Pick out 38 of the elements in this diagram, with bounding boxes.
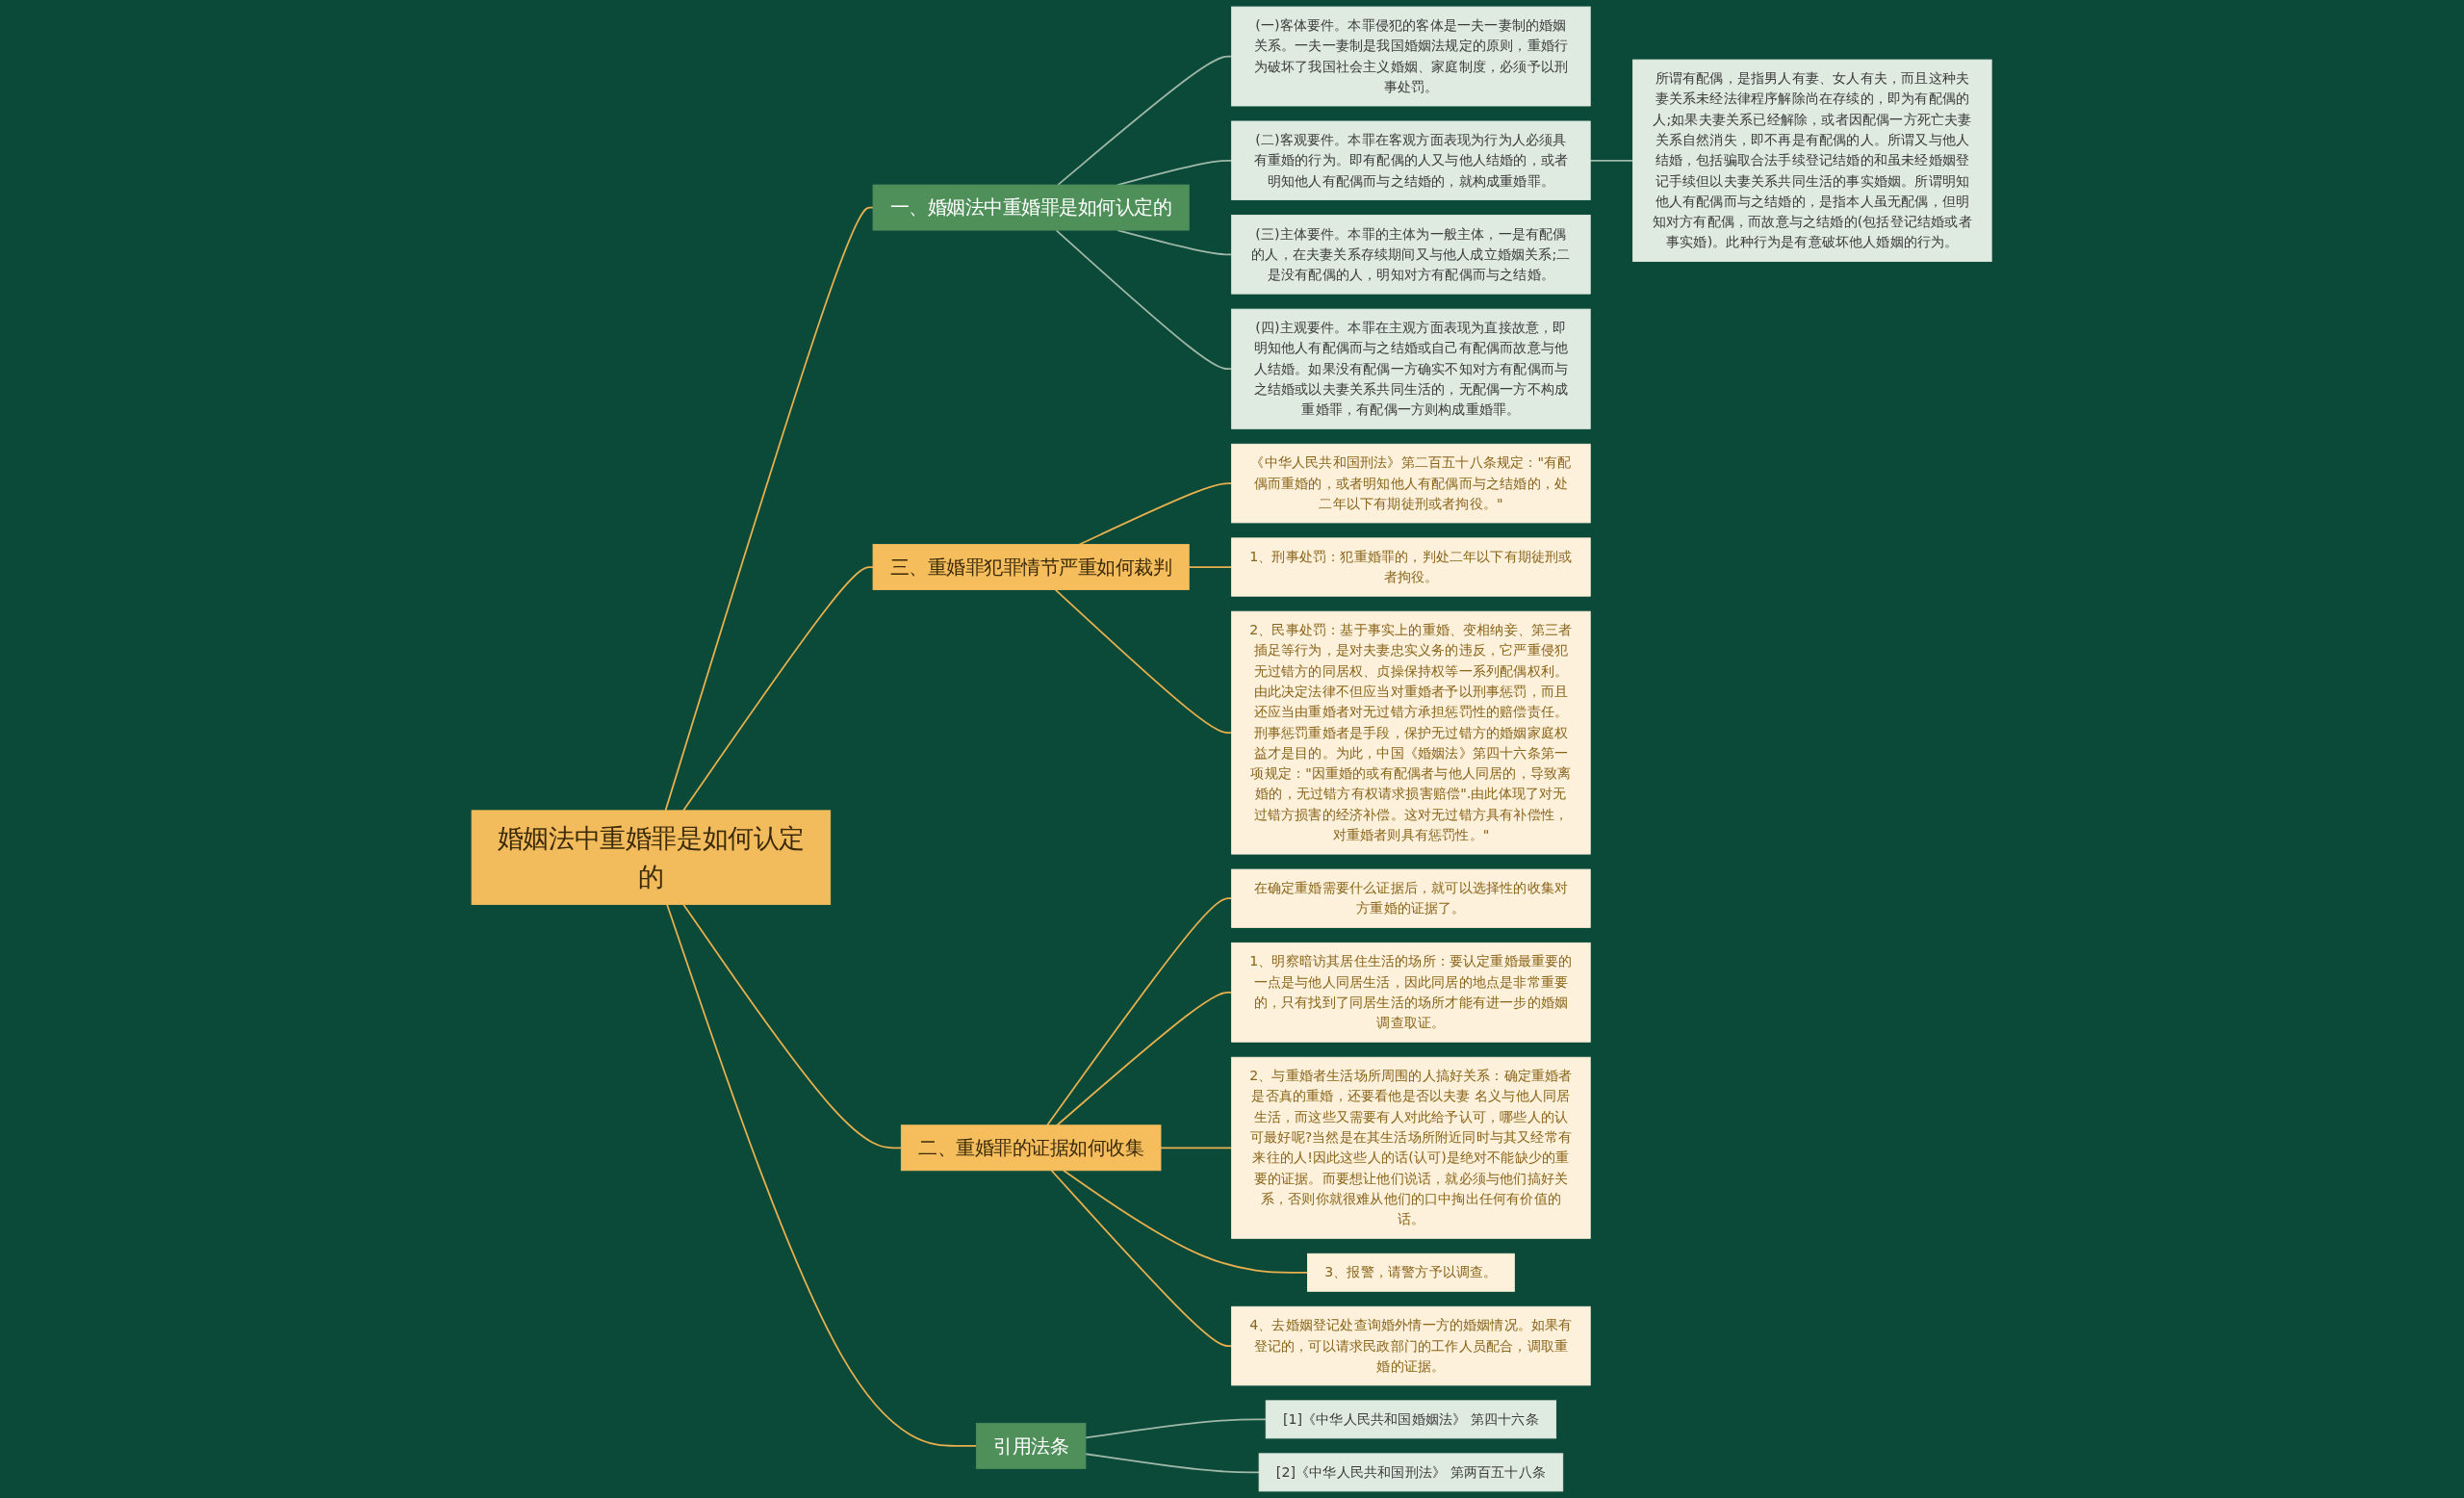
connector — [1050, 1169, 1233, 1347]
node-box: 《中华人民共和国刑法》第二百五十八条规定："有配偶而重婚的，或者明知他人有配偶而与之结婚的，处二年以下有期徒刑或者拘役。" — [1231, 443, 1592, 524]
node-box: 在确定重婚需要什么证据后，就可以选择性的收集对方重婚的证据了。 — [1231, 868, 1592, 928]
connector — [1057, 55, 1233, 186]
connector — [666, 903, 978, 1447]
node-box: (一)客体要件。本罪侵犯的客体是一夫一妻制的婚姻关系。一夫一妻制是我国婚姻法规定的原则，重婚行为破坏了我国社会主义婚姻、家庭制度，必须予以刑事处罚。 — [1231, 6, 1592, 107]
node-box: (三)主体要件。本罪的主体为一般主体，一是有配偶的人，在夫妻关系存续期间又与他人成立婚姻关系;二是没有配偶的人，明知对方有配偶而与之结婚。 — [1231, 215, 1592, 295]
connector — [1055, 229, 1233, 371]
node-box: (四)主观要件。本罪在主观方面表现为直接故意，即明知他人有配偶而与之结婚或自己有配偶而故意与他人结婚。如果没有配偶一方确实不知对方有配偶而与之结婚或以夫妻关系共同生活的，无配偶一方不构成重婚罪，有配偶一方则构成重婚罪。 — [1231, 308, 1592, 429]
connector — [1085, 1453, 1261, 1474]
connector — [1116, 159, 1233, 186]
node-box: 2、民事处罚：基于事实上的重婚、变相纳妾、第三者插足等行为，是对夫妻忠实义务的违反，它严重侵犯无过错方的同居权、贞操保持权等一系列配偶权利。由此决定法律不但应当对重婚者予以刑事惩罚，而且还应当由重婚者对无过错方承担惩罚性的赔偿责任。刑事惩罚重婚者是手段，保护无过错方的婚姻家庭权益才是目的。为此，中国《婚姻法》第四十六条第一项规定："因重婚的或有配偶者与他人同居的，导致离婚的，无过错方有权请求损害赔偿".由此体现了对无过错方损害的经济补偿。这对无过错方具有补偿性，对重婚者则具有惩罚性。" — [1231, 610, 1592, 855]
node-box: 引用法条 — [976, 1422, 1087, 1469]
connector — [1046, 897, 1233, 1126]
node-box: 一、婚姻法中重婚罪是如何认定的 — [872, 184, 1191, 231]
connector — [1063, 1169, 1309, 1274]
connector — [1079, 482, 1233, 546]
node-box: 3、报警，请警方予以调查。 — [1307, 1253, 1516, 1292]
node-box: 1、刑事处罚：犯重婚罪的，判处二年以下有期徒刑或者拘役。 — [1231, 537, 1592, 597]
node-box: 婚姻法中重婚罪是如何认定的 — [472, 810, 832, 905]
node-box: 所谓有配偶，是指男人有妻、女人有夫，而且这种夫妻关系未经法律程序解除尚在存续的，即为有配偶的人;如果夫妻关系已经解除，或者因配偶一方死亡夫妻关系自然消失，即不再是有配偶的人。所谓又与他人结婚，包括骗取合法手续登记结婚的和虽未经婚姻登记手续但以夫妻关系共同生活的事实婚姻。所谓明知他人有配偶而与之结婚的，是指本人虽无配偶，但明知对方有配偶，而故意与之结婚的(包括登记结婚或者事实婚)。此种行为是有意破坏他人婚姻的行为。 — [1632, 59, 1992, 262]
node-box: 二、重婚罪的证据如何收集 — [901, 1124, 1162, 1172]
node-box: 4、去婚姻登记处查询婚外情一方的婚姻情况。如果有登记的，可以请求民政部门的工作人员配合，调取重婚的证据。 — [1231, 1305, 1592, 1386]
connector — [664, 206, 875, 812]
connector — [1188, 566, 1233, 568]
connector — [1160, 1147, 1233, 1149]
node-box: 1、明察暗访其居住生活的场所：要认定重婚最重要的一点是与他人同居生活，因此同居的地点是非常重要的，只有找到了同居生活的场所才能有进一步的婚姻调查取证。 — [1231, 942, 1592, 1043]
node-box: [2]《中华人民共和国刑法》 第两百五十八条 — [1259, 1453, 1564, 1492]
connector — [682, 903, 903, 1149]
node-box: 2、与重婚者生活场所周围的人搞好关系：确定重婚者是否真的重婚，还要看他是否以夫妻 名义与他人同居生活，而这些又需要有人对此给予认可，哪些人的认可最好呢?当然是在其生活场所附近同时与其又经常有来往的人!因此这些人的话(认可)是绝对不能缺少的重要的证据。而要想让他们说话，就必须与他们搞好关系，否则你就很难从他们的口中掏出任何有价值的话。 — [1231, 1056, 1592, 1239]
node-box: (二)客观要件。本罪在客观方面表现为行为人必须具有重婚的行为。即有配偶的人又与他人结婚的，或者明知他人有配偶而与之结婚的，就构成重婚罪。 — [1231, 120, 1592, 201]
connector — [1055, 588, 1233, 735]
connector — [1085, 1418, 1268, 1439]
node-box: [1]《中华人民共和国婚姻法》 第四十六条 — [1266, 1400, 1557, 1439]
node-box: 三、重婚罪犯罪情节严重如何裁判 — [872, 544, 1191, 590]
connector — [682, 566, 875, 812]
connector — [1589, 159, 1634, 162]
connector — [1056, 991, 1233, 1126]
